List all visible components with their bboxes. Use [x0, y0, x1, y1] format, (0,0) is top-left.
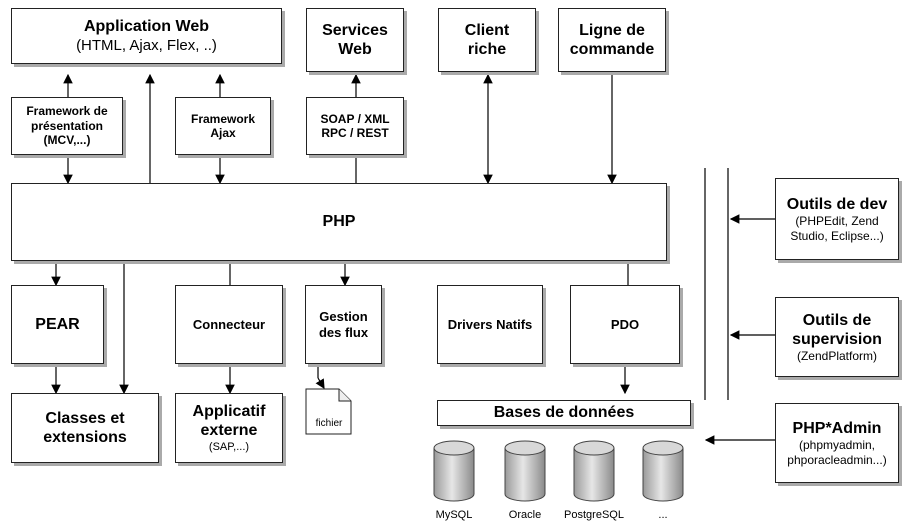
file-label: fichier — [315, 418, 343, 429]
services-web-box: Services Web — [306, 8, 404, 72]
database-icon — [433, 440, 475, 502]
outils-dev-sub2: Studio, Eclipse...) — [790, 228, 884, 243]
database-icon — [642, 440, 684, 502]
php-admin-sub2: phporacleadmin...) — [787, 452, 887, 467]
outils-dev-title: Outils de dev — [786, 196, 888, 214]
application-web-title: Application Web — [83, 18, 210, 36]
pdo-label: PDO — [610, 316, 640, 332]
bases-donnees-label: Bases de données — [493, 404, 635, 422]
framework-presentation-line2: présentation — [30, 118, 103, 133]
framework-presentation-line1: Framework de — [26, 104, 108, 119]
application-web-subtitle: (HTML, Ajax, Flex, ..) — [76, 36, 217, 54]
framework-presentation-line3: (MCV,...) — [43, 133, 91, 148]
gestion-flux-line1: Gestion — [319, 308, 368, 324]
classes-extensions-line2: extensions — [43, 429, 127, 446]
connecteur-box: Connecteur — [175, 285, 283, 364]
gestion-flux-box: Gestion des flux — [305, 285, 382, 364]
applicatif-externe-line1: Applicatif — [192, 403, 266, 421]
soap-xml-line2: RPC / REST — [321, 126, 389, 140]
outils-supervision-box: Outils de supervision (ZendPlatform) — [775, 297, 899, 377]
php-admin-sub1: (phpmyadmin, — [798, 438, 876, 453]
outils-supervision-title1: Outils de — [802, 311, 872, 329]
ligne-commande-box: Ligne de commande — [558, 8, 666, 72]
gestion-flux-line2: des flux — [318, 324, 369, 340]
applicatif-externe-box: Applicatif externe (SAP,...) — [175, 393, 283, 463]
database-icon — [573, 440, 615, 502]
bases-donnees-box: Bases de données — [437, 400, 691, 426]
soap-xml-line1: SOAP / XML — [320, 111, 390, 126]
ligne-commande-line2: commande — [569, 41, 655, 58]
database-label-other: ... — [658, 509, 668, 521]
outils-supervision-sub: (ZendPlatform) — [796, 348, 878, 363]
applicatif-externe-line2: externe — [200, 422, 258, 440]
client-riche-line1: Client — [464, 21, 510, 39]
services-web-line2: Web — [338, 41, 372, 58]
classes-extensions-line1: Classes et — [45, 409, 125, 427]
client-riche-line2: riche — [467, 41, 507, 58]
database-label-oracle: Oracle — [508, 509, 542, 521]
drivers-natifs-label: Drivers Natifs — [447, 316, 533, 332]
drivers-natifs-box: Drivers Natifs — [437, 285, 543, 364]
pear-label: PEAR — [35, 315, 80, 333]
application-web-box: Application Web (HTML, Ajax, Flex, ..) — [11, 8, 282, 64]
framework-ajax-line1: Framework — [190, 111, 256, 126]
outils-supervision-title2: supervision — [792, 330, 882, 348]
framework-ajax-line2: Ajax — [210, 126, 236, 140]
applicatif-externe-line3: (SAP,...) — [208, 440, 250, 453]
outils-dev-box: Outils de dev (PHPEdit, Zend Studio, Ecl… — [775, 178, 899, 260]
php-box: PHP — [11, 183, 667, 261]
database-label-postgresql: PostgreSQL — [564, 509, 624, 521]
pear-box: PEAR — [11, 285, 104, 364]
soap-xml-box: SOAP / XML RPC / REST — [306, 97, 404, 155]
database-label-mysql: MySQL — [435, 509, 473, 521]
framework-presentation-box: Framework de présentation (MCV,...) — [11, 97, 123, 155]
pdo-box: PDO — [570, 285, 680, 364]
php-admin-title: PHP*Admin — [792, 420, 882, 438]
framework-ajax-box: Framework Ajax — [175, 97, 271, 155]
database-icon — [504, 440, 546, 502]
classes-extensions-box: Classes et extensions — [11, 393, 159, 463]
services-web-line1: Services — [322, 21, 388, 39]
php-label: PHP — [322, 213, 356, 231]
php-admin-box: PHP*Admin (phpmyadmin, phporacleadmin...… — [775, 403, 899, 483]
ligne-commande-line1: Ligne de — [579, 21, 645, 39]
outils-dev-sub1: (PHPEdit, Zend — [795, 214, 879, 229]
connecteur-label: Connecteur — [192, 316, 266, 332]
client-riche-box: Client riche — [438, 8, 536, 72]
file-icon — [305, 388, 352, 435]
